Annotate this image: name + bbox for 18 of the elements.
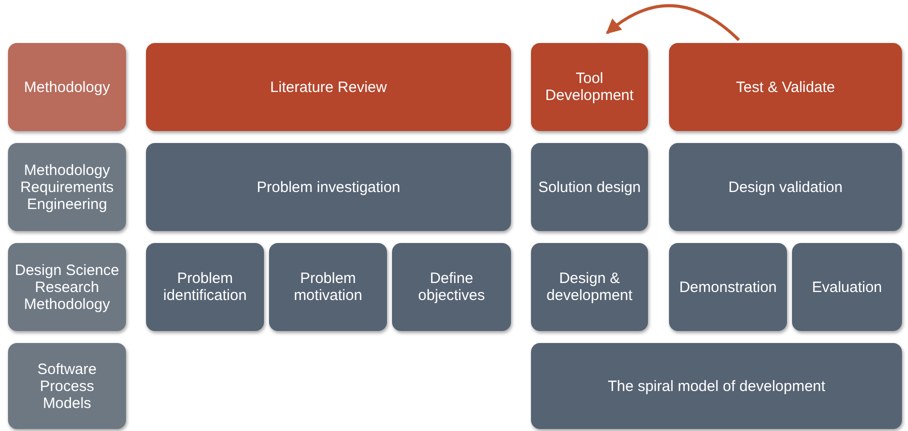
header-box: Literature Review: [146, 43, 511, 131]
header-box: Tool Development: [531, 43, 648, 131]
activity-box: Evaluation: [792, 243, 902, 331]
category-box: Software Process Models: [8, 343, 126, 429]
activity-box: Design & development: [531, 243, 648, 331]
category-box: Design Science Research Methodology: [8, 243, 126, 331]
activity-box: Design validation: [669, 143, 902, 231]
activity-box: Demonstration: [669, 243, 787, 331]
header-box: Test & Validate: [669, 43, 902, 131]
activity-box: Define objectives: [392, 243, 511, 331]
activity-box: Problem investigation: [146, 143, 511, 231]
activity-box: Problem motivation: [269, 243, 387, 331]
activity-box: Solution design: [531, 143, 648, 231]
activity-box: The spiral model of development: [531, 343, 902, 429]
activity-box: Problem identification: [146, 243, 264, 331]
header-box: Methodology: [8, 43, 126, 131]
curved-arrow: [606, 4, 740, 42]
category-box: Methodology Requirements Engineering: [8, 143, 126, 231]
